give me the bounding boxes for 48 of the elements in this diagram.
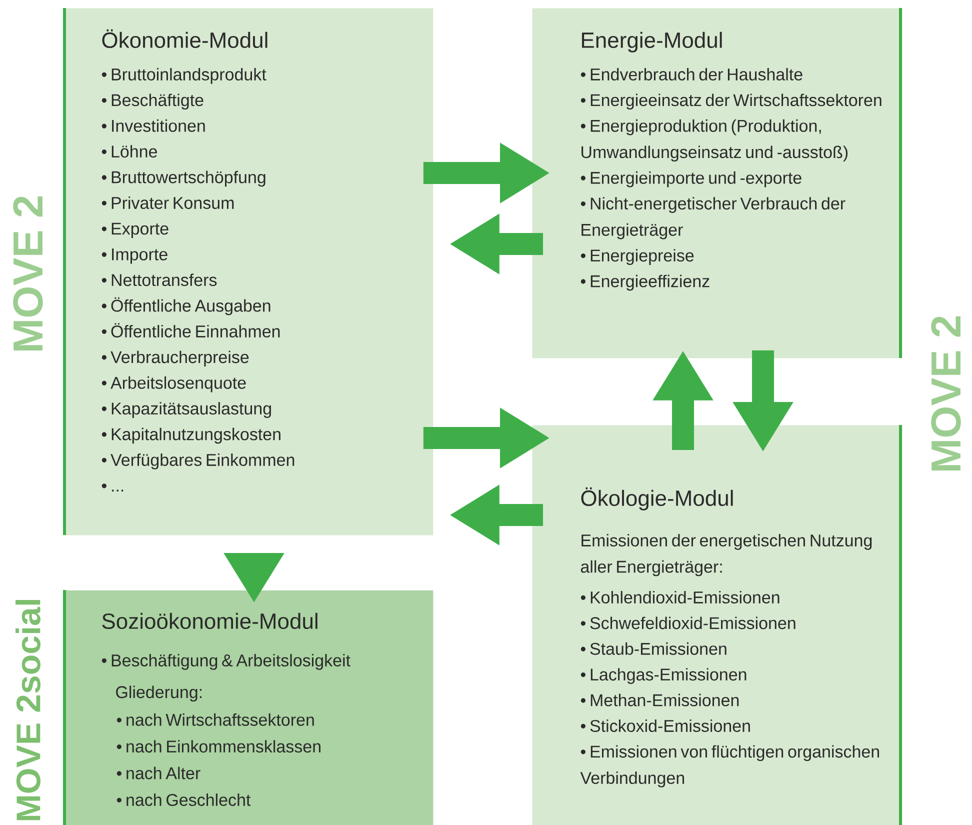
list-item: • Nicht-energetischer Verbrauch der Energieträger [580, 197, 846, 240]
paragraph-text: Gliederung: [116, 686, 202, 702]
list-item: • Energieeffizienz [580, 274, 710, 291]
list-item: • Beschäftigung & Arbeitslosigkeit [102, 654, 350, 670]
list-item: • Staub-Emissionen [580, 642, 726, 655]
list-item: • Nettotransfers [102, 274, 217, 286]
list-item: • Bruttowertschöpfung [102, 170, 266, 187]
list-item: • Kohlendioxid-Emissionen [580, 591, 780, 604]
list-item: • Investitionen [102, 119, 205, 132]
list-item: • nach Geschlecht [116, 794, 251, 806]
model-label: MOVE 2 [931, 316, 961, 471]
list-item: • ... [102, 484, 124, 492]
module-box [63, 8, 434, 536]
list-item: • Verbraucherpreise [102, 350, 249, 367]
list-item: • Arbeitslosenquote [102, 376, 246, 392]
module-box [63, 590, 434, 825]
list-item: • Bruttoinlandsprodukt [102, 68, 266, 84]
list-item: • Energieeinsatz der Wirtschaftssektoren [580, 94, 882, 110]
list-item: • Öffentliche Ausgaben [102, 297, 270, 316]
list-item: • Kapazitätsauslastung [102, 402, 271, 418]
list-item: • nach Wirtschaftssektoren [116, 713, 314, 726]
list-item: • Endverbrauch der Haushalte [580, 68, 802, 80]
list-item: • nach Alter [116, 766, 200, 780]
list-item: • Emissionen von flüchtigen organischen Verbindungen [580, 745, 879, 788]
list-item: • Exporte [102, 222, 168, 238]
list-item: • Verfügbares Einkommen [102, 454, 294, 470]
list-item: • Öffentliche Einnahmen [102, 323, 280, 338]
module-heading: Energie-Modul [582, 32, 722, 52]
list-item: • Löhne [102, 145, 157, 158]
module-heading: Ökonomie-Modul [102, 29, 268, 48]
module-heading: Ökologie-Modul [581, 487, 733, 510]
list-item: • Kapitalnutzungskosten [102, 428, 280, 444]
module-box [532, 425, 902, 825]
module-heading: Sozioökonomie-Modul [102, 612, 318, 630]
list-item: • Energieproduktion (Produktion, Umwandlungseinsatz und -ausstoß) [580, 119, 848, 162]
model-label: MOVE 2social [16, 600, 40, 820]
list-item: • Importe [102, 248, 168, 264]
list-item: • nach Einkommensklassen [116, 740, 320, 753]
list-item: • Schwefeldioxid-Emissionen [580, 616, 796, 630]
list-item: • Beschäftigte [102, 94, 204, 110]
list-item: • Energieimporte und -exporte [580, 171, 802, 188]
module-box [532, 8, 902, 358]
list-item: • Privater Konsum [102, 196, 234, 209]
list-item: • Lachgas-Emissionen [580, 668, 746, 684]
list-item: • Stickoxid-Emissionen [580, 720, 750, 732]
paragraph-text: Emissionen der energetischen Nutzung aller Energieträger: [580, 534, 872, 576]
list-item: • Energiepreise [580, 249, 694, 265]
list-item: • Methan-Emissionen [580, 694, 739, 706]
